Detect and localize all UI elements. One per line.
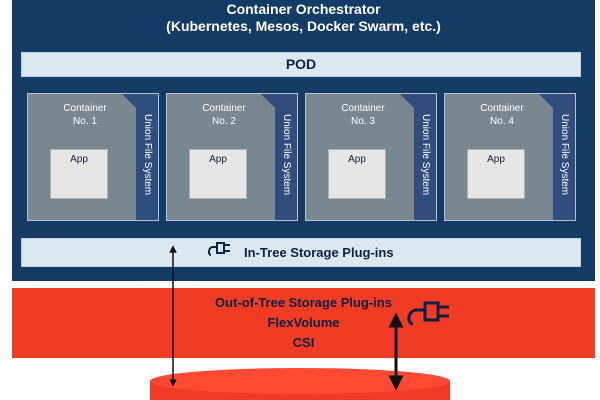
container-1-app: App bbox=[50, 149, 108, 199]
container-3-strip-fold bbox=[400, 94, 414, 108]
container-1-union-fs: Union File System bbox=[122, 94, 158, 220]
orchestrator-subtitle: (Kubernetes, Mesos, Docker Swarm, etc.) bbox=[166, 18, 441, 34]
container-3-label-line1: Container bbox=[341, 103, 385, 114]
container-4-label-line1: Container bbox=[480, 103, 524, 114]
container-4-union-fs: Union File System bbox=[539, 94, 575, 220]
out-of-tree-line1: Out-of-Tree Storage Plug-ins bbox=[215, 295, 392, 310]
container-2-union-fs: Union File System bbox=[261, 94, 297, 220]
container-3-label-line2: No. 3 bbox=[351, 116, 375, 127]
container-1: Container No. 1 App Union File System bbox=[27, 93, 159, 221]
container-2-label: Container No. 2 bbox=[179, 102, 269, 128]
container-3: Container No. 3 App Union File System bbox=[305, 93, 437, 221]
out-of-tree-storage: Out-of-Tree Storage Plug-ins FlexVolume … bbox=[12, 288, 595, 358]
container-1-label-line1: Container bbox=[63, 103, 107, 114]
container-3-label: Container No. 3 bbox=[318, 102, 408, 128]
container-2-label-line1: Container bbox=[202, 103, 246, 114]
container-3-union-fs-label: Union File System bbox=[420, 114, 431, 196]
container-2-union-fs-label: Union File System bbox=[281, 114, 292, 196]
out-of-tree-line2: FlexVolume bbox=[267, 315, 340, 330]
storage-cylinder-top bbox=[150, 368, 450, 394]
container-1-strip-fold bbox=[122, 94, 136, 108]
container-4-app: App bbox=[467, 149, 525, 199]
container-4-label-line2: No. 4 bbox=[490, 116, 514, 127]
orchestrator-title: Container Orchestrator bbox=[226, 1, 381, 17]
out-of-tree-line3: CSI bbox=[292, 335, 315, 350]
container-2: Container No. 2 App Union File System bbox=[166, 93, 298, 221]
plug-icon bbox=[208, 239, 234, 268]
container-4-label: Container No. 4 bbox=[457, 102, 547, 128]
container-4-strip-fold bbox=[539, 94, 553, 108]
container-2-strip-fold bbox=[261, 94, 275, 108]
container-2-label-line2: No. 2 bbox=[212, 116, 236, 127]
container-1-union-fs-label: Union File System bbox=[142, 114, 153, 196]
in-tree-storage-bar: In-Tree Storage Plug-ins bbox=[21, 238, 581, 267]
in-tree-storage-label: In-Tree Storage Plug-ins bbox=[244, 245, 394, 260]
pod-bar: POD bbox=[21, 52, 581, 77]
container-1-label: Container No. 1 bbox=[40, 102, 130, 128]
container-2-app: App bbox=[189, 149, 247, 199]
container-3-app: App bbox=[328, 149, 386, 199]
container-1-label-line2: No. 1 bbox=[73, 116, 97, 127]
container-3-union-fs: Union File System bbox=[400, 94, 436, 220]
container-4-union-fs-label: Union File System bbox=[559, 114, 570, 196]
container-4: Container No. 4 App Union File System bbox=[444, 93, 576, 221]
